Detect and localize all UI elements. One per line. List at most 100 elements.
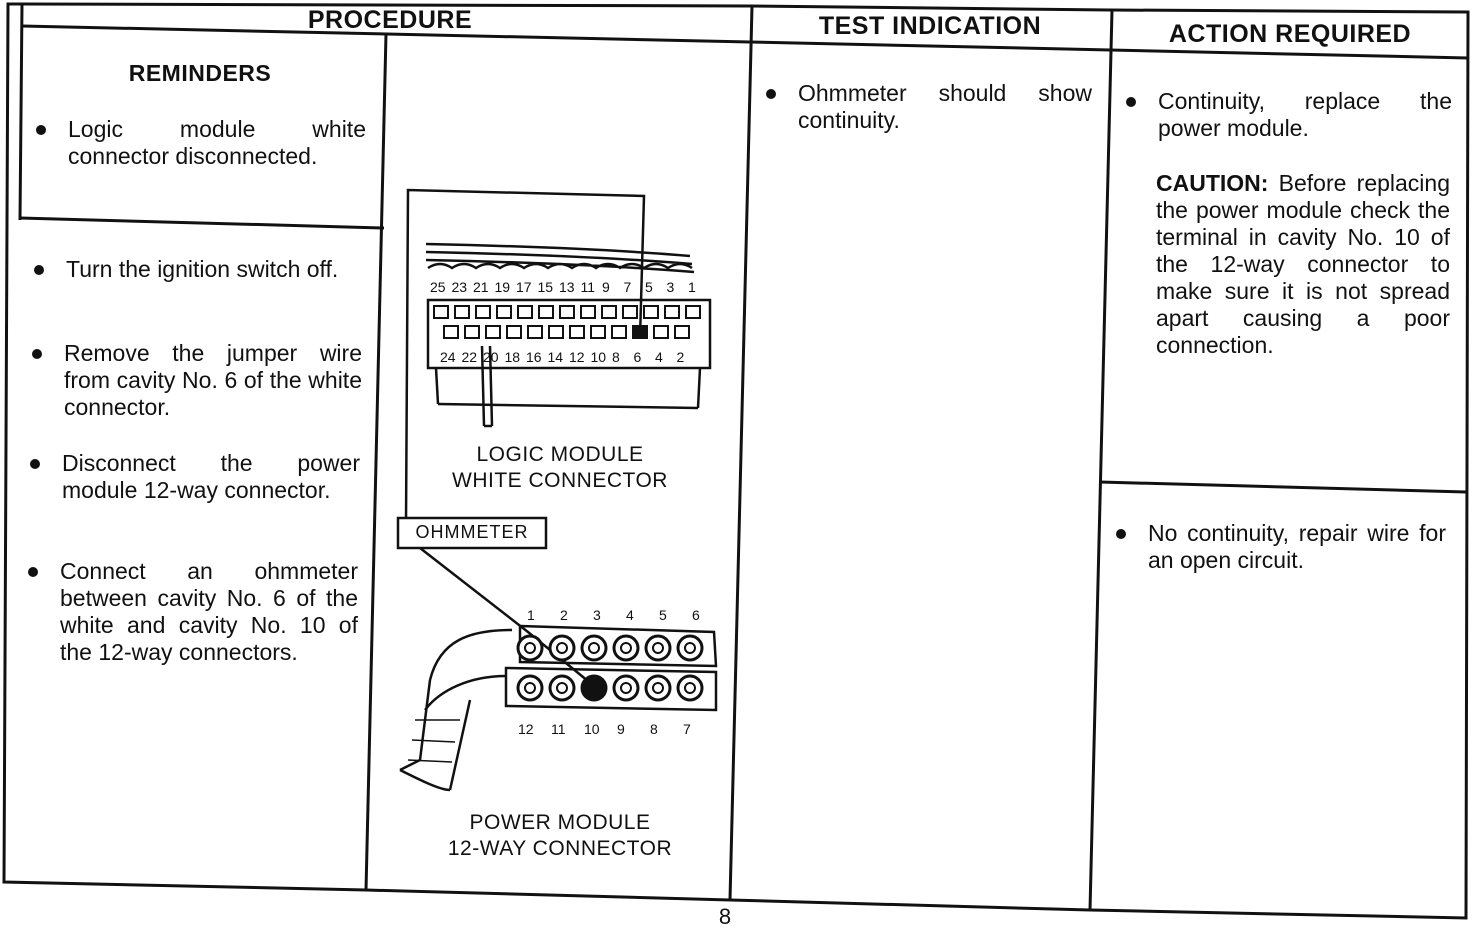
page-number: 8 [718, 904, 732, 929]
logic-cavity-number: 12 [569, 349, 585, 365]
power-cavity-number: 6 [692, 607, 700, 623]
procedure-step-3: Disconnect the power module 12-way conne… [30, 450, 360, 504]
power-cavity-inner [524, 682, 536, 694]
caution-note: CAUTION: Before replacing the power modu… [1156, 170, 1450, 358]
logic-cavity-number: 9 [602, 279, 610, 295]
logic-cavity [443, 325, 459, 339]
logic-cavity [611, 325, 627, 339]
logic-cavity [538, 305, 554, 319]
power-cavity-number: 1 [527, 607, 535, 623]
logic-cavity-number: 18 [505, 349, 521, 365]
caution-label: CAUTION: [1156, 170, 1269, 196]
logic-cavity-number: 2 [677, 349, 685, 365]
bullet-icon [28, 567, 38, 577]
logic-cavity [496, 305, 512, 319]
test-indication-item: Ohmmeter should show continuity. [766, 80, 1092, 134]
bullet-icon [36, 125, 46, 135]
logic-cavity-number: 3 [667, 279, 675, 295]
logic-cavity-number: 11 [581, 279, 596, 295]
bullet-icon [30, 459, 40, 469]
logic-cavity-number: 1 [688, 279, 696, 295]
bullet-icon [32, 349, 42, 359]
header-procedure: PROCEDURE [307, 6, 473, 34]
logic-cavity-number: 15 [538, 279, 554, 295]
bullet-icon [1126, 97, 1136, 107]
logic-cavity-number: 24 [440, 349, 456, 365]
power-cavity-number: 5 [659, 607, 667, 623]
logic-cavity [559, 305, 575, 319]
power-cavity-inner [620, 642, 632, 654]
ohmmeter-lead-power [419, 547, 595, 687]
logic-cavity-number: 21 [473, 279, 489, 295]
logic-cavity-number: 25 [430, 279, 446, 295]
header-action-required: ACTION REQUIRED [1168, 20, 1412, 48]
power-cavity-inner [652, 682, 664, 694]
action-continuity: Continuity, replace the power module. [1126, 88, 1452, 142]
logic-cavity-number: 8 [612, 349, 620, 365]
logic-cavity [664, 305, 680, 319]
reminders-title: REMINDERS [128, 60, 272, 86]
power-wire-bundle [399, 628, 513, 792]
bullet-icon [1116, 529, 1126, 539]
logic-cavity-number: 23 [452, 279, 468, 295]
power-connector-caption: POWER MODULE 12-WAY CONNECTOR [447, 811, 673, 860]
power-cavity-number: 10 [584, 721, 600, 737]
bullet-icon [34, 265, 44, 275]
logic-cavity-number: 17 [516, 279, 532, 295]
logic-cavity [643, 305, 659, 319]
logic-cavity-number: 14 [548, 349, 564, 365]
header-test-indication: TEST INDICATION [818, 12, 1042, 40]
logic-cavity [685, 305, 701, 319]
power-cavity-inner [684, 682, 696, 694]
logic-cavity [590, 325, 606, 339]
power-cavity-10-probe [580, 674, 608, 702]
reminder-item: Logic module white connector disconnecte… [36, 116, 366, 170]
logic-cavity-number: 6 [634, 349, 642, 365]
power-cavity-inner [588, 642, 600, 654]
ohmmeter-box [396, 516, 548, 550]
logic-cavity [506, 325, 522, 339]
power-cavity-number: 8 [650, 721, 658, 737]
logic-cavities [433, 305, 701, 339]
power-cavity-number: 12 [518, 721, 534, 737]
procedure-step-2: Remove the jumper wire from cavity No. 6… [32, 340, 362, 421]
logic-cavity-number: 19 [495, 279, 511, 295]
power-cavity-number: 3 [593, 607, 601, 623]
logic-cavity-number: 5 [645, 279, 653, 295]
logic-cavity-number: 7 [624, 279, 632, 295]
procedure-step-4: Connect an ohmmeter between cavity No. 6… [28, 558, 358, 666]
logic-cavity [454, 305, 470, 319]
logic-cavity-number: 22 [462, 349, 478, 365]
logic-cavity-number: 10 [591, 349, 607, 365]
power-cavity-number: 11 [551, 721, 566, 737]
logic-cavity [527, 325, 543, 339]
action-no-continuity: No continuity, repair wire for an open c… [1116, 520, 1446, 574]
power-cavity-inner [684, 642, 696, 654]
power-cavity-inner [524, 642, 536, 654]
power-cavity-number: 7 [683, 721, 691, 737]
logic-cavity-number: 16 [526, 349, 542, 365]
ohmmeter-label: OHMMETER [415, 522, 529, 542]
logic-cavity [569, 325, 585, 339]
logic-cavity [517, 305, 533, 319]
logic-cavity-number: 4 [655, 349, 663, 365]
logic-cavity [548, 325, 564, 339]
logic-cavity [601, 305, 617, 319]
power-cavity-inner [620, 682, 632, 694]
power-cavity-number: 4 [626, 607, 634, 623]
logic-cavity-number: 13 [559, 279, 575, 295]
logic-cavity [475, 305, 491, 319]
power-cavity-number: 9 [617, 721, 625, 737]
logic-cavity [433, 305, 449, 319]
logic-cavity [485, 325, 501, 339]
logic-connector-caption: LOGIC MODULE WHITE CONNECTOR [452, 443, 668, 492]
power-cavities [516, 634, 704, 702]
logic-cavity [653, 325, 669, 339]
power-cavity-inner [652, 642, 664, 654]
logic-cavity [674, 325, 690, 339]
logic-cavity-6-probe [632, 325, 648, 339]
